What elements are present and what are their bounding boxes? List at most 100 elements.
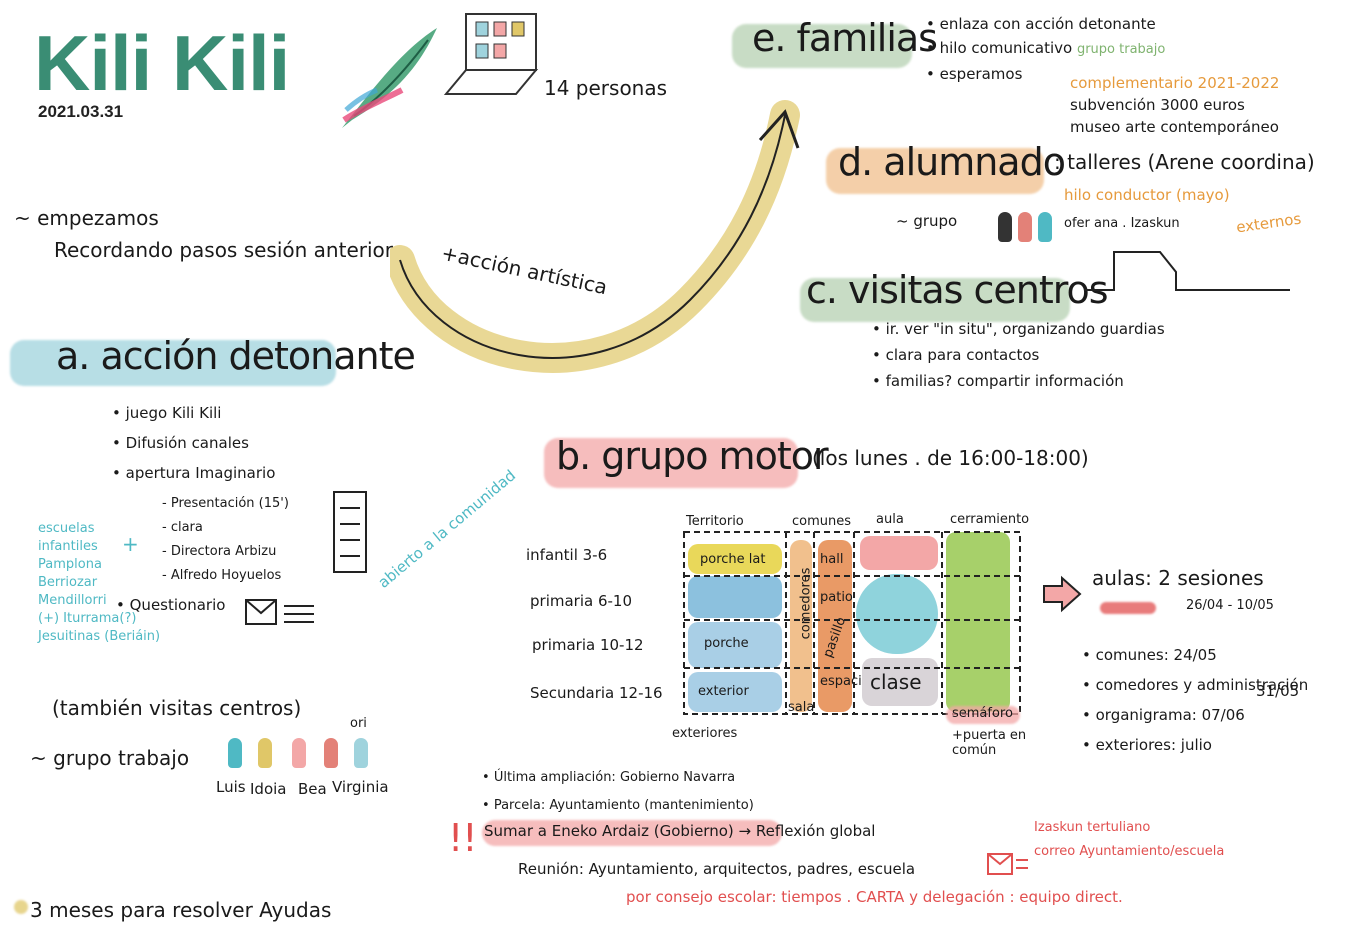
list-item: esperamos: [926, 62, 1165, 86]
table-grid: [683, 531, 1021, 715]
list-item: infantiles: [38, 539, 98, 554]
list-item: Pamplona: [38, 557, 102, 572]
app-title: Kili Kili: [34, 19, 290, 107]
section-c-title: c. visitas centros: [806, 268, 1109, 312]
list-item: exteriores: julio: [1082, 730, 1308, 760]
questionnaire-label: • Questionario: [116, 596, 226, 614]
row-header: infantil 3-6: [526, 546, 608, 564]
arrow-right-icon: [1043, 575, 1082, 613]
column-header: aula: [876, 512, 904, 527]
list-item: Difusión canales: [112, 428, 275, 458]
group-work-text: grupo trabajo: [53, 746, 190, 770]
list-item: - Alfredo Hoyuelos: [162, 568, 282, 583]
section-c-list: ir. ver "in situ", organizando guardias …: [872, 316, 1165, 394]
laptop-icon: [443, 13, 539, 95]
reunion-note: Reunión: Ayuntamiento, arquitectos, padr…: [518, 860, 916, 878]
cell-porche-lat: [688, 544, 782, 574]
schools-list: escuelas infantiles Pamplona Berriozar M…: [38, 520, 160, 646]
list-item: comedores y administración: [1082, 670, 1309, 700]
aulas-dates: 26/04 - 10/05: [1186, 598, 1274, 613]
date-label: 2021.03.31: [38, 102, 124, 121]
section-d-subtitle: : talleres (Arene coordina): [1054, 150, 1315, 174]
column-header: Territorio: [686, 514, 744, 529]
list-item: Parcela: Ayuntamiento (mantenimiento): [482, 792, 754, 820]
side-note: abierto a la comunidad: [374, 466, 520, 592]
people-count: 14 personas: [544, 76, 668, 100]
cell-label: porche: [704, 636, 749, 651]
cell-label: patio: [820, 590, 853, 605]
group-name: Bea: [298, 780, 327, 798]
hilo-note: hilo conductor (mayo): [1064, 186, 1230, 204]
grupo-label: ~ grupo: [896, 212, 958, 230]
section-d-wash: [826, 148, 1044, 194]
person-icon: [1018, 212, 1032, 242]
below-right-label: semáforo: [952, 706, 1013, 721]
museum-note: museo arte contemporáneo: [1070, 118, 1279, 136]
list-item: - Directora Arbizu: [162, 544, 277, 559]
cell-clase: [862, 658, 938, 706]
list-item: Berriozar: [38, 575, 98, 590]
list-item: clara para contactos: [872, 342, 1165, 368]
section-e-title: e. familias: [752, 16, 938, 60]
list-item: apertura Imaginario: [112, 458, 276, 488]
below-left-label: exteriores: [672, 726, 738, 741]
notes-list: Última ampliación: Gobierno Navarra Parc…: [482, 764, 754, 820]
cell-comunes: [818, 540, 852, 712]
list-item: familias? compartir información: [872, 368, 1165, 394]
mail-icon: [245, 599, 314, 625]
group-name: Idoia: [250, 780, 287, 798]
section-a-list: juego Kili Kili Difusión canales apertur…: [112, 398, 276, 488]
list-item: organigrama: 07/06: [1082, 700, 1308, 730]
person-icon: [1038, 212, 1052, 242]
list-item-text: hilo comunicativo: [939, 39, 1073, 57]
bullet-dot: [14, 900, 28, 914]
building-sketch: [1084, 251, 1290, 291]
cell-label: exterior: [698, 684, 749, 699]
group-name: Luis: [216, 778, 246, 796]
list-item: juego Kili Kili: [112, 398, 275, 428]
document-icon: [333, 491, 367, 573]
red-note-1: Izaskun tertuliano: [1034, 820, 1151, 835]
section-e-wash: [732, 24, 912, 68]
start-label: ~ empezamos: [14, 206, 159, 230]
group-name: Virginia: [332, 778, 389, 796]
list-item: comunes: 24/05: [1082, 640, 1308, 670]
cell-label: sala: [788, 700, 815, 715]
person-icon: [354, 738, 368, 768]
list-item-text: clara: [170, 520, 203, 535]
list-item: (+) Iturrama(?): [38, 611, 137, 626]
questionnaire-text: Questionario: [129, 596, 226, 614]
cell-aula-mid: [856, 574, 938, 654]
plus-sign: +: [122, 532, 139, 556]
section-a-title: a. acción detonante: [56, 334, 416, 378]
list-item: enlaza con acción detonante: [926, 12, 1165, 36]
row-header: Secundaria 12-16: [530, 684, 663, 702]
cell-aula-top: [860, 536, 938, 570]
row-header: primaria 6-10: [530, 592, 632, 610]
section-c-wash: [800, 278, 1070, 322]
list-item-text: Directora Arbizu: [170, 544, 277, 559]
list-item: Mendillorri: [38, 593, 107, 608]
list-item: - Presentación (15'): [162, 496, 289, 511]
column-header: cerramiento: [950, 512, 1030, 527]
red-note-2: correo Ayuntamiento/escuela: [1034, 844, 1225, 859]
list-item: - clara: [162, 520, 203, 535]
cell-porche: [688, 622, 782, 668]
list-item-text: Presentación (15'): [170, 496, 289, 511]
aulas-title: aulas: 2 sesiones: [1092, 566, 1264, 590]
schedule-list: comunes: 24/05 comedores y administració…: [1082, 640, 1309, 760]
journey-arrow: [390, 100, 800, 373]
start-label-text: empezamos: [37, 206, 159, 230]
subsidy-note: subvención 3000 euros: [1070, 96, 1245, 114]
section-d-title: d. alumnado: [838, 140, 1066, 184]
cell-exterior: [688, 672, 782, 712]
section-a-wash: [10, 340, 336, 386]
schedule-extra: 31/05: [1256, 682, 1300, 700]
row-header: primaria 10-12: [532, 636, 644, 654]
list-item-text: Alfredo Hoyuelos: [170, 568, 282, 583]
complement-note: complementario 2021-2022: [1070, 74, 1280, 92]
list-item: escuelas: [38, 521, 95, 536]
list-item: Última ampliación: Gobierno Navarra: [482, 764, 754, 792]
list-item: ir. ver "in situ", organizando guardias: [872, 316, 1165, 342]
alert-icon: !!: [448, 816, 477, 860]
